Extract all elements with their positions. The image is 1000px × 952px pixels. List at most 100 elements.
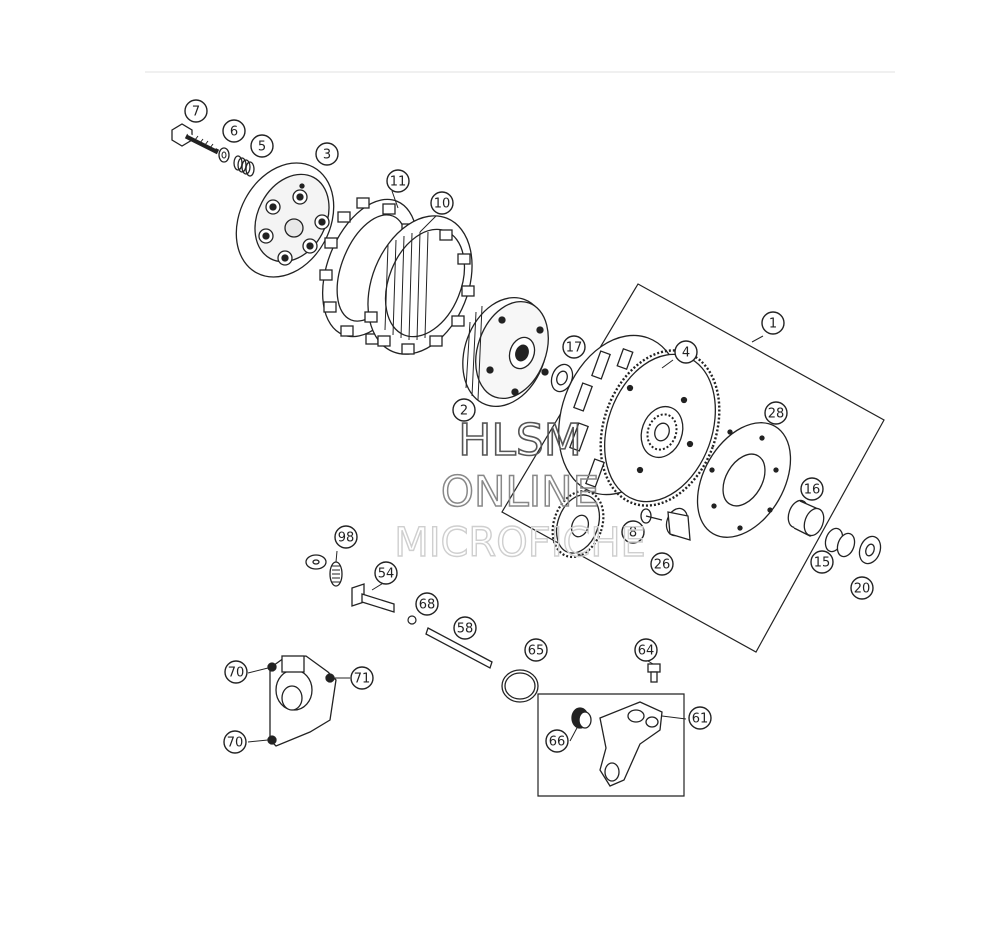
part-pushrod-54[interactable] [351, 583, 395, 613]
callout-circle [415, 592, 439, 616]
callout-circle [315, 142, 339, 166]
part-sleeve-26[interactable] [663, 505, 691, 541]
part-washer-6[interactable] [218, 147, 230, 163]
callout-28[interactable]: 28 [764, 401, 788, 425]
callout-circle [386, 169, 410, 193]
part-spring-5[interactable] [233, 155, 255, 177]
callout-circle [634, 638, 658, 662]
callout-label: 61 [692, 712, 709, 727]
part-clutch-cover[interactable] [267, 655, 337, 747]
watermark-line3: MICROFICHE [394, 520, 646, 566]
callout-70a[interactable]: 70 [224, 660, 248, 684]
callout-15[interactable]: 15 [810, 550, 834, 574]
callout-circle [650, 552, 674, 576]
callout-1[interactable]: 1 [761, 311, 785, 335]
part-rod-58[interactable] [425, 627, 493, 669]
callout-54[interactable]: 54 [374, 561, 398, 585]
callout-circle [850, 576, 874, 600]
part-bolt[interactable] [171, 123, 220, 155]
part-o-ring-65[interactable] [501, 669, 539, 703]
callout-circle [761, 311, 785, 335]
callout-10[interactable]: 10 [430, 191, 454, 215]
callout-label: 5 [258, 140, 266, 155]
part-bushing-16[interactable] [785, 498, 827, 538]
callout-label: 3 [323, 148, 331, 163]
callout-circle [224, 660, 248, 684]
part-thrust-washer-28[interactable] [678, 406, 809, 553]
part-outer-clutch-basket[interactable] [537, 318, 740, 522]
callout-label: 2 [460, 404, 468, 419]
part-screw-64[interactable] [647, 663, 661, 683]
callout-label: 68 [419, 598, 436, 613]
part-slave-cylinder-61[interactable] [599, 701, 663, 787]
part-pin-8[interactable] [640, 508, 663, 524]
callout-2[interactable]: 2 [452, 398, 476, 422]
callout-70b[interactable]: 70 [223, 730, 247, 754]
callout-label: 70 [228, 666, 245, 681]
callout-circle [674, 340, 698, 364]
callout-circle [453, 616, 477, 640]
callout-4[interactable]: 4 [674, 340, 698, 364]
part-ball-68[interactable] [407, 615, 417, 625]
callout-7[interactable]: 7 [184, 99, 208, 123]
callout-circle [223, 730, 247, 754]
callout-68[interactable]: 68 [415, 592, 439, 616]
callout-5[interactable]: 5 [250, 134, 274, 158]
callout-6[interactable]: 6 [222, 119, 246, 143]
part-primary-gear[interactable] [544, 484, 612, 564]
callout-label: 6 [230, 125, 238, 140]
part-inner-clutch-hub[interactable] [448, 286, 561, 419]
callout-circle [545, 729, 569, 753]
part-clutch-steel-plates[interactable] [349, 200, 492, 369]
callout-label: 26 [654, 558, 671, 573]
callout-label: 28 [768, 407, 785, 422]
callout-label: 4 [682, 346, 690, 361]
callout-label: 71 [354, 672, 371, 687]
slave-cylinder-frame [537, 693, 685, 797]
callout-label: 7 [192, 105, 200, 120]
callout-circle [374, 561, 398, 585]
callout-label: 66 [549, 735, 566, 750]
callout-circle [800, 477, 824, 501]
callout-circle [250, 134, 274, 158]
callout-label: 65 [528, 644, 545, 659]
callout-circle [430, 191, 454, 215]
callout-16[interactable]: 16 [800, 477, 824, 501]
callout-circle [184, 99, 208, 123]
callout-8[interactable]: 8 [621, 520, 645, 544]
callout-circle [688, 706, 712, 730]
watermark-line2: ONLINE [441, 467, 599, 516]
leader-lines [247, 190, 764, 743]
callout-circle [562, 335, 586, 359]
callout-11[interactable]: 11 [386, 169, 410, 193]
callout-58[interactable]: 58 [453, 616, 477, 640]
part-bushing-15[interactable] [822, 526, 857, 559]
callout-label: 10 [434, 197, 451, 212]
part-seal-66[interactable] [571, 707, 592, 729]
callout-3[interactable]: 3 [315, 142, 339, 166]
callout-label: 98 [338, 531, 355, 546]
callout-26[interactable]: 26 [650, 552, 674, 576]
callout-65[interactable]: 65 [524, 638, 548, 662]
callout-circle [222, 119, 246, 143]
callout-circle [621, 520, 645, 544]
callout-label: 54 [378, 567, 395, 582]
callout-20[interactable]: 20 [850, 576, 874, 600]
callout-61[interactable]: 61 [688, 706, 712, 730]
watermark-line1: HLSM [458, 415, 582, 466]
callout-label: 20 [854, 582, 871, 597]
callout-label: 58 [457, 622, 474, 637]
callout-98[interactable]: 98 [334, 525, 358, 549]
callout-17[interactable]: 17 [562, 335, 586, 359]
callout-66[interactable]: 66 [545, 729, 569, 753]
callout-64[interactable]: 64 [634, 638, 658, 662]
callout-circle [810, 550, 834, 574]
callout-71[interactable]: 71 [350, 666, 374, 690]
watermark: HLSM ONLINE MICROFICHE [393, 414, 646, 567]
callout-label: 64 [638, 644, 655, 659]
part-washer-20[interactable] [856, 533, 884, 566]
callout-label: 8 [629, 526, 637, 541]
